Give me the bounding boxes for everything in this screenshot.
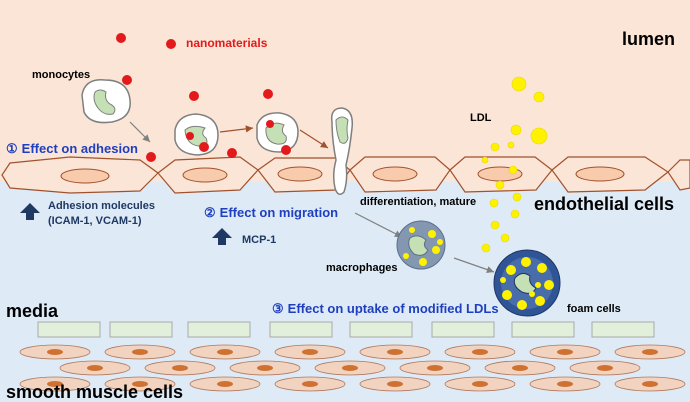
monocyte-cell xyxy=(256,112,299,153)
arrow xyxy=(453,257,495,274)
nanomaterial-particle xyxy=(199,142,209,152)
nanomaterial-particles xyxy=(116,33,291,162)
macrophage-cell xyxy=(396,220,446,270)
arrow xyxy=(354,212,403,238)
ldl-particles xyxy=(481,76,548,253)
monocyte-cell xyxy=(174,113,219,156)
adhesion-molecules-label: Adhesion molecules xyxy=(48,200,155,212)
arrow xyxy=(219,125,254,133)
nanomaterial-particle xyxy=(166,39,176,49)
monocyte-cell xyxy=(81,79,131,124)
up-arrow-icon xyxy=(212,228,232,245)
nanomaterials-label: nanomaterials xyxy=(186,36,268,50)
nanomaterial-particle xyxy=(146,152,156,162)
endothelial-cells-label: endothelial cells xyxy=(534,194,674,214)
nanomaterial-particle xyxy=(263,89,273,99)
adhesion-molecules-detail: (ICAM-1, VCAM-1) xyxy=(48,215,142,227)
nanomaterial-particle xyxy=(281,145,291,155)
nanomaterial-particle xyxy=(116,33,126,43)
migrating-monocyte xyxy=(330,107,354,195)
smooth-muscle-cells-label: smooth muscle cells xyxy=(6,382,183,402)
lumen-label: lumen xyxy=(622,29,675,49)
endothelial-cell xyxy=(667,159,690,191)
up-arrow-icon xyxy=(20,203,40,220)
media-label: media xyxy=(6,301,59,321)
arrow xyxy=(299,129,329,149)
monocytes-label: monocytes xyxy=(32,69,90,81)
nanomaterial-particle xyxy=(227,148,237,158)
nanomaterial-particle xyxy=(266,120,274,128)
foam-cell xyxy=(493,249,561,317)
mcp1-label: MCP-1 xyxy=(242,234,276,246)
nanomaterial-particle xyxy=(186,132,194,140)
nanomaterial-particle xyxy=(122,75,132,85)
smooth-muscle-layer xyxy=(19,321,686,392)
arrow xyxy=(129,121,151,143)
ldl-label: LDL xyxy=(470,112,492,124)
nanomaterial-particle xyxy=(189,91,199,101)
differentiation-label: differentiation, mature xyxy=(360,196,476,208)
foam-cells-label: foam cells xyxy=(567,303,621,315)
macrophages-label: macrophages xyxy=(326,262,398,274)
